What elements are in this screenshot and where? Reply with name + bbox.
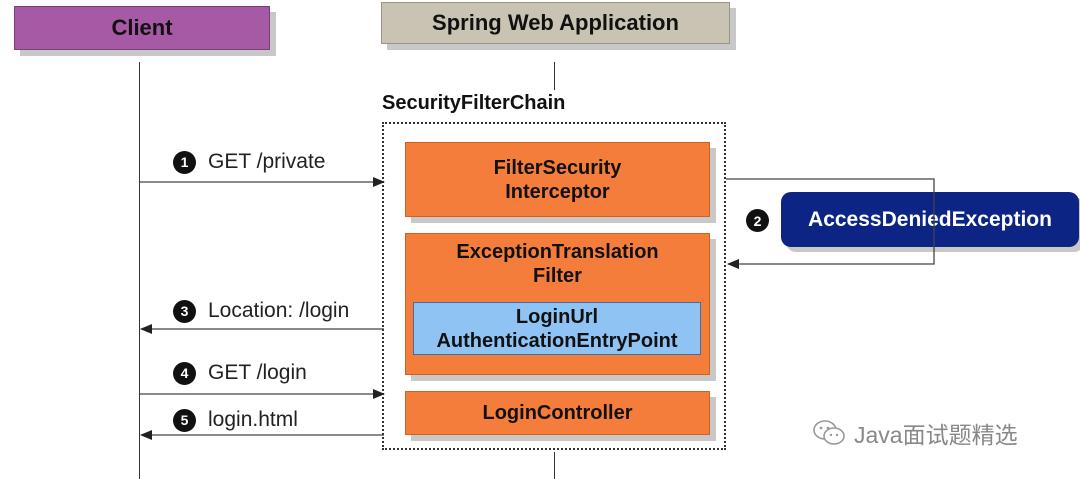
step-4: 4 GET /login — [173, 361, 307, 385]
filter-security-interceptor-line1: FilterSecurity — [493, 156, 622, 179]
app-title: Spring Web Application — [432, 10, 679, 35]
exception-translation-filter-line2: Filter — [533, 265, 582, 287]
step-1-badge: 1 — [173, 150, 196, 174]
step-5-badge: 5 — [173, 408, 196, 432]
filter-security-interceptor: FilterSecurity Interceptor — [405, 142, 710, 217]
client-title: Client — [111, 15, 173, 40]
watermark: Java面试题精选 — [812, 416, 1018, 450]
app-header: Spring Web Application — [381, 2, 730, 44]
step-3: 3 Location: /login — [173, 299, 349, 323]
watermark-text: Java面试题精选 — [854, 422, 1018, 448]
entry-point-line1: LoginUrl — [515, 306, 599, 328]
app-lifeline-bottom — [554, 452, 555, 479]
chain-label: SecurityFilterChain — [382, 92, 566, 114]
access-denied-exception: AccessDeniedException — [781, 192, 1079, 247]
step-2-badge: 2 — [746, 209, 769, 232]
step-2: 2 — [746, 209, 781, 232]
exception-translation-filter-line1: ExceptionTranslation — [456, 241, 659, 263]
wechat-icon — [813, 420, 845, 445]
app-lifeline-top — [554, 62, 555, 90]
step-4-badge: 4 — [173, 361, 196, 385]
filter-security-interceptor-line2: Interceptor — [505, 180, 610, 203]
step-5: 5 login.html — [173, 408, 298, 432]
step-3-label: Location: /login — [208, 299, 350, 322]
client-lifeline — [139, 62, 140, 479]
step-1: 1 GET /private — [173, 150, 326, 174]
login-controller: LoginController — [405, 391, 710, 435]
step-4-label: GET /login — [208, 361, 307, 384]
login-url-authentication-entry-point: LoginUrl AuthenticationEntryPoint — [413, 302, 701, 355]
entry-point-line2: AuthenticationEntryPoint — [436, 330, 678, 352]
access-denied-exception-label: AccessDeniedException — [808, 207, 1052, 231]
arrow-access-denied — [726, 178, 935, 269]
login-controller-label: LoginController — [482, 402, 633, 424]
client-header: Client — [14, 6, 270, 50]
security-filter-chain — [382, 122, 726, 450]
step-5-label: login.html — [208, 408, 298, 431]
step-3-badge: 3 — [173, 299, 196, 323]
step-1-label: GET /private — [208, 150, 326, 173]
